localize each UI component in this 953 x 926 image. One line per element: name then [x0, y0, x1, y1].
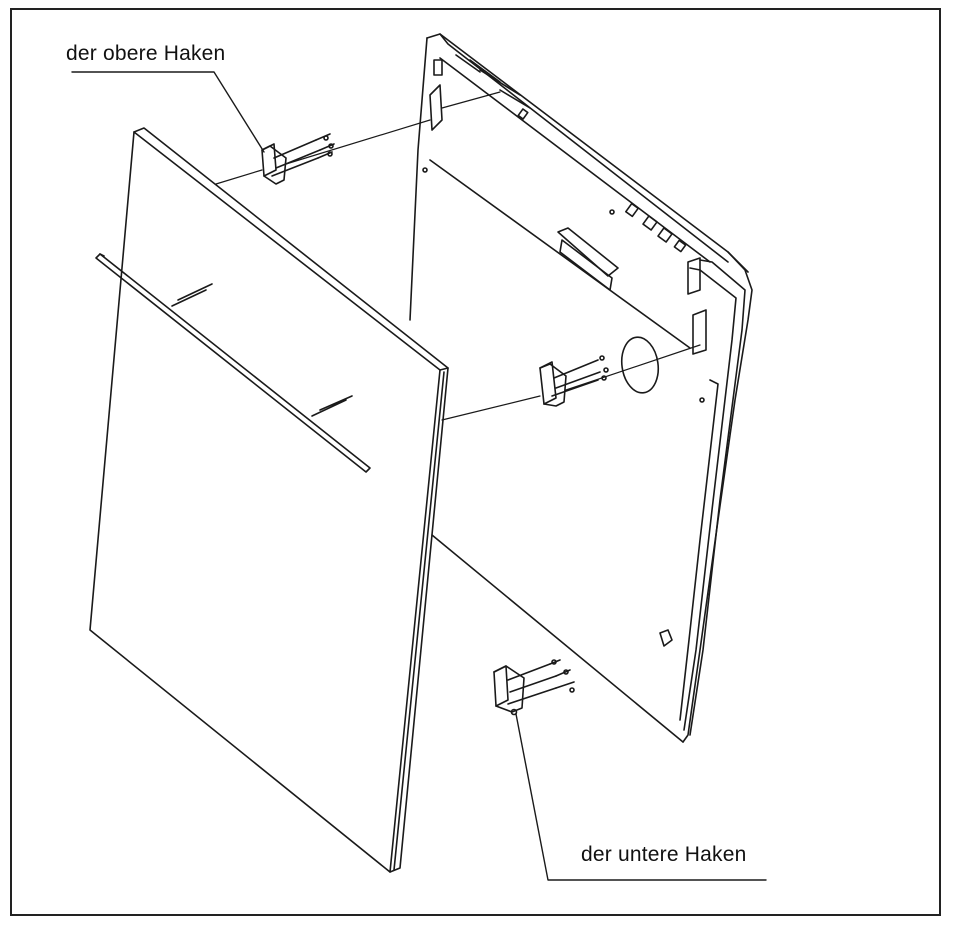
lower-hook-bracket	[493, 659, 575, 716]
door-left-edge	[409, 37, 428, 321]
door-bottom-edge	[431, 534, 684, 743]
panel-thickness	[133, 127, 449, 371]
front-decor-panel	[89, 127, 449, 873]
middle-hook-icon	[539, 361, 557, 405]
upper-hook-bracket	[261, 133, 335, 185]
lower-hook-label: der untere Haken	[581, 843, 747, 866]
lower-hook-icon	[493, 665, 509, 707]
alignment-lines	[215, 91, 701, 421]
middle-hook-bracket	[539, 355, 609, 407]
door-top-edge	[426, 33, 753, 743]
door-round-hole	[620, 336, 660, 394]
panel-face	[89, 131, 441, 873]
label-leaders	[71, 71, 767, 881]
lower-hook-leader	[515, 713, 767, 881]
upper-hook-leader	[71, 71, 265, 153]
panel-handle-bar	[95, 253, 371, 473]
upper-alignment-line	[215, 91, 501, 185]
upper-hook-label: der obere Haken	[66, 42, 226, 65]
diagram-frame	[10, 8, 941, 916]
middle-alignment-line	[441, 344, 701, 421]
door-slot-opening	[557, 227, 619, 277]
appliance-door-body	[409, 33, 753, 743]
